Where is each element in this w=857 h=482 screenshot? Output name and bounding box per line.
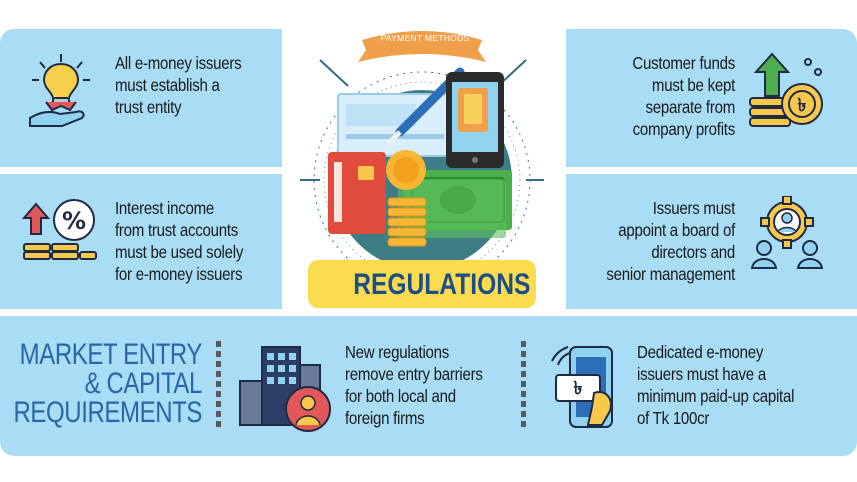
trust-entity-text: All e-money issuers must establish a tru…: [115, 53, 242, 117]
entry-barriers-text: New regulations remove entry barriers fo…: [345, 342, 483, 428]
customer-funds-text: Customer funds must be kept separate fro…: [632, 53, 735, 139]
paid-up-capital-text: Dedicated e-money issuers must have a mi…: [637, 342, 795, 428]
svg-text:%: %: [62, 207, 86, 235]
payment-methods-ribbon-label: PAYMENT METHODS: [380, 33, 470, 43]
svg-text:৳: ৳: [798, 95, 807, 116]
percent-growth-icon: %: [22, 199, 97, 260]
market-entry-heading: MARKET ENTRY & CAPITAL REQUIREMENTS: [13, 338, 203, 429]
payment-methods-illustration: [300, 31, 544, 308]
panel-interest-income: [0, 174, 282, 309]
lightbulb-hand-icon: [29, 54, 90, 127]
interest-income-text: Interest income from trust accounts must…: [115, 198, 244, 284]
regulations-title: REGULATIONS: [353, 268, 531, 301]
taka-coins-growth-icon: ৳: [749, 52, 823, 127]
divider-left: [216, 341, 221, 431]
svg-text:৳: ৳: [574, 378, 583, 399]
buildings-person-icon: [239, 346, 331, 432]
board-gear-people-icon: [750, 196, 824, 269]
panel-trust-entity: [0, 29, 282, 167]
board-directors-text: Issuers must appoint a board of director…: [606, 198, 735, 284]
panel-market-entry: [0, 316, 857, 456]
divider-right: [521, 341, 526, 431]
mobile-taka-payment-icon: ৳: [551, 346, 613, 428]
